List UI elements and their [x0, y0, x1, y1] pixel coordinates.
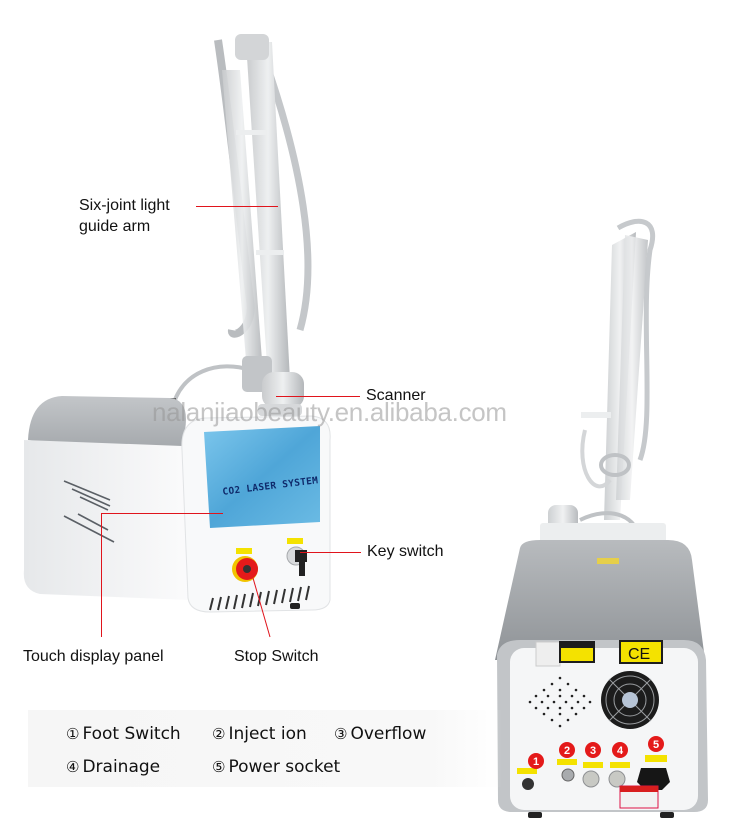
callout-stop-switch: Stop Switch — [234, 648, 319, 665]
port-marker-3 — [585, 742, 601, 758]
port-marker-4 — [612, 742, 628, 758]
number-4-icon: ④ — [66, 758, 80, 776]
port-marker-5 — [648, 736, 664, 752]
svg-text:5: 5 — [653, 739, 659, 751]
number-3-icon: ③ — [334, 725, 348, 743]
leader-line-touch-panel-v — [101, 513, 102, 637]
svg-text:1: 1 — [533, 756, 539, 768]
leader-line-arm — [196, 206, 278, 207]
svg-text:4: 4 — [617, 745, 624, 757]
number-5-icon: ⑤ — [212, 758, 226, 776]
port-marker-1 — [528, 753, 544, 769]
callout-scanner: Scanner — [366, 387, 426, 404]
watermark: nalanjiaobeauty.en.alibaba.com — [152, 397, 507, 427]
leader-line-scanner — [276, 396, 360, 397]
number-1-icon: ① — [66, 725, 80, 743]
ce-mark: CE — [628, 646, 650, 663]
port-marker-2 — [559, 742, 575, 758]
callout-arm-line1: Six-joint light — [79, 197, 170, 214]
number-2-icon: ② — [212, 725, 226, 743]
svg-text:2: 2 — [564, 745, 570, 757]
back-device-illustration: CE 1 2 3 4 5 — [495, 218, 708, 818]
callout-touch-display-panel: Touch display panel — [23, 648, 164, 665]
callout-key-switch: Key switch — [367, 543, 444, 560]
svg-text:3: 3 — [590, 745, 596, 757]
leader-line-touch-panel-h — [101, 513, 223, 514]
callout-arm-line2: guide arm — [79, 218, 151, 235]
front-device-illustration: CO2 LASER SYSTEM — [23, 34, 331, 613]
leader-line-key-switch — [300, 552, 361, 553]
